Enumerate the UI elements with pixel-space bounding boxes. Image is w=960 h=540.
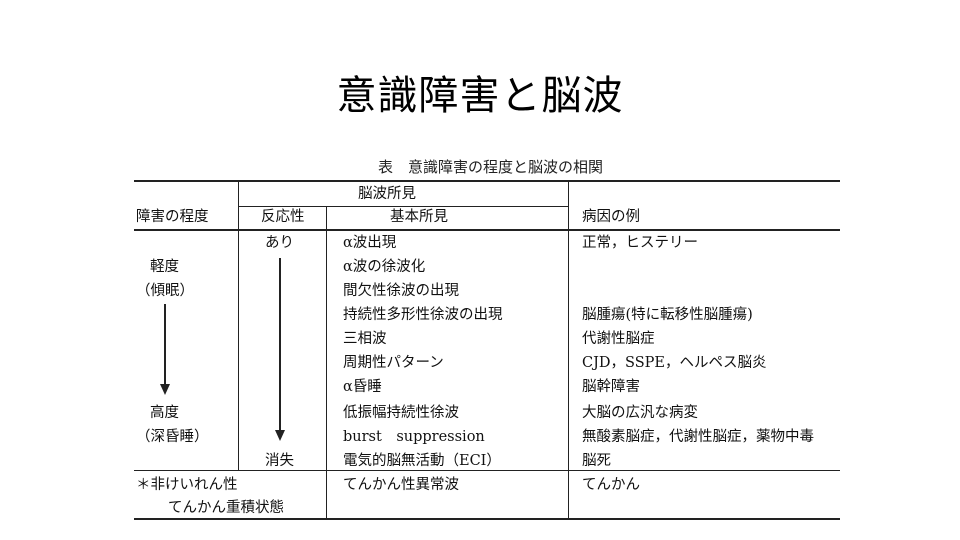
cause-cell: 脳腫瘍(特に転移性脳腫瘍) xyxy=(582,307,753,323)
reaction-arrow-head xyxy=(275,430,285,441)
table-caption: 表 意識障害の程度と脳波の相関 xyxy=(378,158,604,176)
finding-cell: 電気的脳無活動（ECI） xyxy=(343,453,501,469)
footer-top-rule xyxy=(134,470,840,471)
degree-severe: 高度 xyxy=(150,405,179,421)
header-cause: 病因の例 xyxy=(582,209,640,225)
header-basic-findings: 基本所見 xyxy=(390,209,448,225)
reaction-absent: 消失 xyxy=(265,453,294,469)
finding-cell: α波の徐波化 xyxy=(343,259,426,275)
cause-cell: 脳幹障害 xyxy=(582,379,640,395)
header-degree: 障害の程度 xyxy=(136,209,209,225)
degree-arrow-head xyxy=(160,384,170,395)
cause-cell: 無酸素脳症，代謝性脳症，薬物中毒 xyxy=(582,429,814,445)
finding-cell: burst suppression xyxy=(343,429,485,445)
footer-cause: てんかん xyxy=(582,477,640,493)
col-rule-reaction xyxy=(326,206,327,470)
header-eeg-findings: 脳波所見 xyxy=(358,186,416,202)
col-rule-footer-label xyxy=(326,470,327,518)
cause-cell: CJD，SSPE，ヘルペス脳炎 xyxy=(582,355,767,371)
col-rule-degree xyxy=(238,180,239,470)
table-top-rule xyxy=(134,180,840,182)
col-rule-findings xyxy=(568,180,569,518)
finding-cell: α波出現 xyxy=(343,235,397,251)
cause-cell: 大脳の広汎な病変 xyxy=(582,405,698,421)
finding-cell: 持続性多形性徐波の出現 xyxy=(343,307,503,323)
degree-arrow-shaft xyxy=(164,304,166,386)
reaction-present: あり xyxy=(265,235,294,251)
cause-cell: 脳死 xyxy=(582,453,611,469)
table-bottom-rule xyxy=(134,518,840,520)
cause-cell: 正常，ヒステリー xyxy=(582,235,698,251)
header-reaction: 反応性 xyxy=(261,209,305,225)
degree-mild: 軽度 xyxy=(150,259,179,275)
finding-cell: α昏睡 xyxy=(343,379,382,395)
degree-severe-note: （深昏睡） xyxy=(136,429,209,445)
cause-cell: 代謝性脳症 xyxy=(582,331,655,347)
footer-label-line2: てんかん重積状態 xyxy=(168,500,284,516)
finding-cell: 間欠性徐波の出現 xyxy=(343,283,459,299)
degree-mild-note: （傾眠） xyxy=(136,283,194,299)
finding-cell: 周期性パターン xyxy=(343,355,444,371)
slide-title: 意識障害と脳波 xyxy=(336,73,624,119)
footer-label-line1: ＊非けいれん性 xyxy=(136,477,238,493)
header-bottom-rule xyxy=(134,229,840,231)
eeg-group-underline xyxy=(238,206,568,207)
footer-finding: てんかん性異常波 xyxy=(343,477,459,493)
finding-cell: 低振幅持続性徐波 xyxy=(343,405,459,421)
finding-cell: 三相波 xyxy=(343,331,387,347)
reaction-arrow-shaft xyxy=(279,258,281,431)
